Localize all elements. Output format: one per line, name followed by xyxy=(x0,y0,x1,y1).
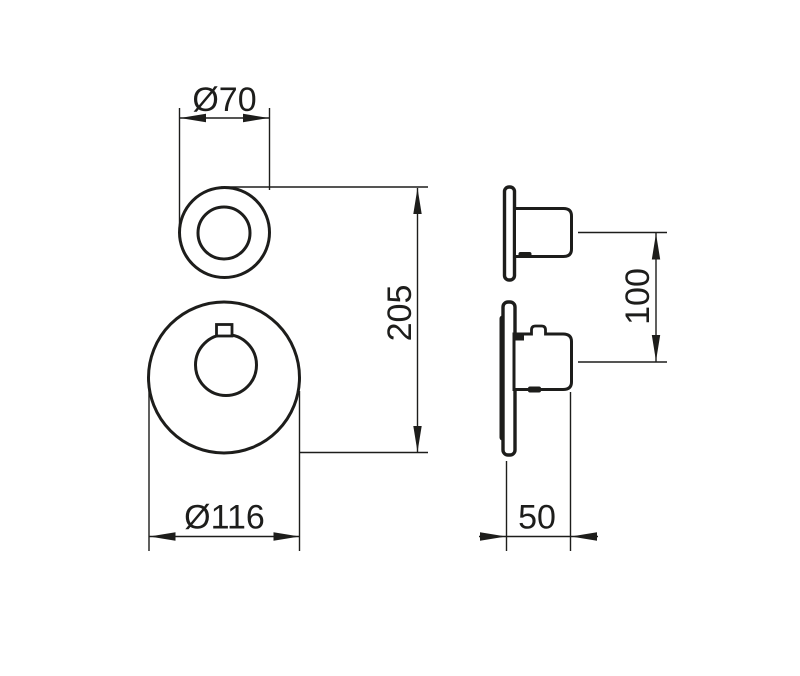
arrowhead-right-icon xyxy=(243,113,269,123)
dimension-depth: 50 xyxy=(479,392,598,551)
side-view xyxy=(499,185,573,457)
side-bottom-corner-mark xyxy=(515,335,524,341)
dimension-top-diameter: Ø70 xyxy=(178,81,271,226)
dimension-handle-spacing: 100 xyxy=(578,231,667,363)
front-view xyxy=(147,186,301,455)
dimension-overall-height: 205 xyxy=(221,186,428,454)
front-top-handle-circle xyxy=(196,205,252,261)
dim-label-depth: 50 xyxy=(518,499,556,537)
arrowhead-right-icon xyxy=(480,532,506,541)
arrowhead-left-icon xyxy=(180,113,206,123)
side-bottom-unit xyxy=(499,300,573,457)
dim-label-handle-spacing: 100 xyxy=(619,268,657,325)
side-top-index-pip xyxy=(518,252,532,258)
dimension-bottom-diameter: Ø116 xyxy=(148,385,301,551)
arrowhead-left-icon xyxy=(149,532,176,541)
side-top-unit xyxy=(502,185,573,282)
side-bottom-index-pip xyxy=(528,386,541,393)
arrowhead-up-icon xyxy=(413,188,422,214)
arrowhead-down-icon xyxy=(651,335,661,361)
arrowhead-right-icon xyxy=(273,532,300,541)
side-bottom-handle-cylinder xyxy=(512,332,573,391)
side-top-handle-cylinder xyxy=(513,207,573,258)
front-handle-button-tab xyxy=(215,323,234,338)
arrowhead-left-icon xyxy=(571,532,597,541)
dim-label-overall-height: 205 xyxy=(381,285,419,342)
dim-label-bottom-diameter: Ø116 xyxy=(184,499,265,537)
arrowhead-up-icon xyxy=(651,233,661,260)
dim-label-top-diameter: Ø70 xyxy=(192,81,256,119)
side-bottom-button-tab xyxy=(530,324,547,336)
front-bottom-handle-circle xyxy=(194,333,258,397)
arrowhead-down-icon xyxy=(413,426,422,452)
